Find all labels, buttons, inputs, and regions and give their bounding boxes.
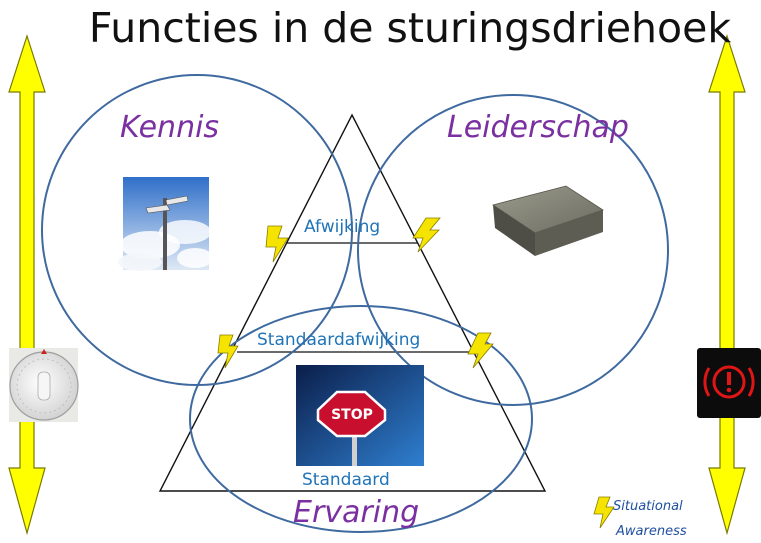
afwijking-left-lightning-icon: [265, 225, 289, 263]
lightning-bolt-icon: [593, 496, 615, 529]
steering-triangle: [158, 113, 547, 492]
brake-warning-light-icon: [697, 348, 761, 418]
stop-sign-photo: STOP: [296, 365, 424, 466]
ervaring-circle: [189, 305, 533, 533]
legend-awareness: Awareness: [616, 524, 687, 539]
svg-text:STOP: STOP: [331, 407, 373, 423]
leiderschap-label: Leiderschap: [447, 110, 629, 145]
ervaring-label: Ervaring: [293, 495, 420, 530]
standaardafwijking-right-lightning-icon: [467, 332, 494, 369]
stone-tile-photo: [492, 185, 604, 256]
signpost-sky-photo: [118, 177, 213, 271]
left-double-arrow: [8, 34, 46, 536]
right-double-arrow: [708, 34, 746, 536]
kitchen-timer-photo: [9, 348, 79, 422]
leiderschap-circle: [357, 94, 669, 406]
standaardafwijking-label: Standaardafwijking: [257, 330, 421, 350]
legend-situational: Situational: [613, 499, 683, 514]
standaard-label: Standaard: [302, 470, 390, 490]
page-title: Functies in de sturingsdriehoek: [88, 4, 732, 52]
standaardafwijking-left-lightning-icon: [217, 334, 239, 369]
afwijking-right-lightning-icon: [412, 217, 441, 253]
kennis-label: Kennis: [120, 110, 220, 145]
afwijking-label: Afwijking: [304, 217, 381, 237]
